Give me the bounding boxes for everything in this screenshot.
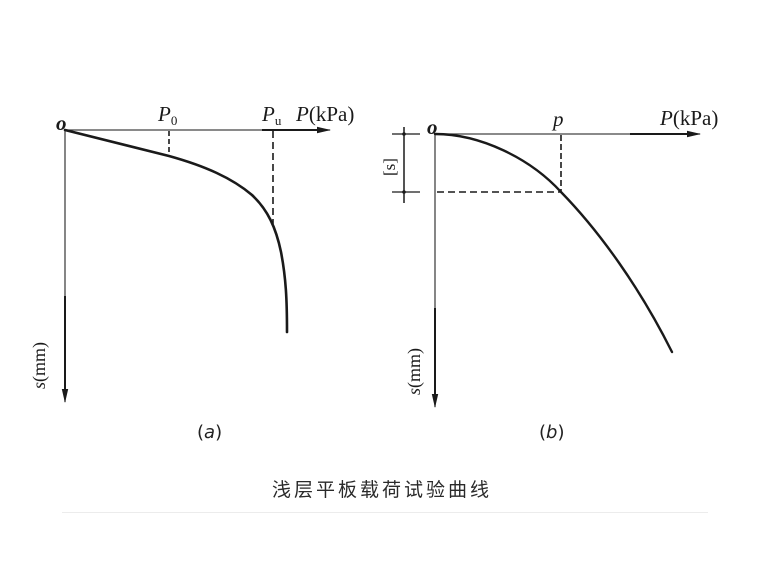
panel-a-pu-base: P — [262, 102, 275, 126]
figure-caption: 浅层平板载荷试验曲线 — [272, 479, 493, 501]
panel-a-y-axis-var: s — [29, 381, 49, 389]
panel-b-x-axis-label: P(kPa) — [660, 108, 718, 129]
panel-b-allowable-settlement-bracket — [392, 127, 420, 203]
panel-b-sub-caption: (b) — [539, 424, 565, 442]
panel-a-x-axis-var: P — [296, 102, 309, 126]
paren-open: ( — [197, 422, 205, 443]
panel-a-x-axis-unit: (kPa) — [308, 102, 355, 126]
panel-b-load-settlement-curve — [433, 132, 674, 354]
panel-a-sub-caption: (a) — [197, 424, 222, 442]
panel-b-y-axis-var: s — [404, 387, 424, 395]
panel-a-p0-base: P — [158, 102, 171, 126]
panel-a-letter: a — [204, 422, 216, 443]
panel-a — [61, 126, 331, 403]
caption-divider — [62, 512, 708, 513]
paren-close: ) — [215, 422, 223, 443]
panel-a-p0-label: P0 — [158, 102, 178, 128]
panel-b-y-axis-unit: (mm) — [404, 347, 424, 388]
panel-a-y-axis-label: s(mm) — [29, 341, 49, 389]
panel-a-x-axis-label: P(kPa) — [296, 104, 354, 125]
paren-open: ( — [539, 422, 547, 443]
panel-a-pu-label: Pu — [262, 102, 282, 128]
panel-b — [392, 127, 701, 408]
panel-b-bracket-label: [s] — [380, 158, 399, 176]
panel-b-y-axis-label: s(mm) — [404, 347, 424, 395]
panel-b-p-label: p — [553, 107, 564, 131]
panel-b-letter: b — [546, 422, 558, 443]
panel-a-load-settlement-curve — [63, 128, 289, 334]
panel-b-x-axis-unit: (kPa) — [672, 106, 719, 130]
panel-b-origin-label: o — [427, 115, 438, 139]
panel-a-p0-subscript: 0 — [170, 113, 178, 128]
panel-a-pu-subscript: u — [274, 113, 282, 128]
panel-b-x-axis-var: P — [660, 106, 673, 130]
panel-a-origin-label: o — [56, 111, 67, 135]
panel-a-y-axis-unit: (mm) — [29, 341, 49, 382]
paren-close: ) — [557, 422, 565, 443]
